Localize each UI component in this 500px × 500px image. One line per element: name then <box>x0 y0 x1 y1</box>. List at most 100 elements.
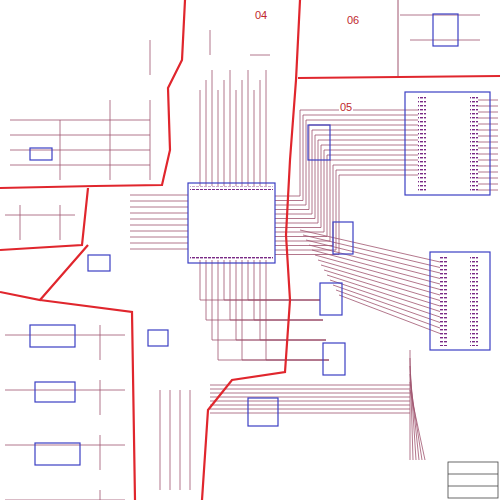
wire <box>410 390 425 460</box>
wire <box>100 380 101 415</box>
wire <box>478 184 498 185</box>
wire <box>130 195 188 196</box>
wire <box>309 125 310 210</box>
wire <box>309 245 440 279</box>
wire <box>236 90 237 186</box>
wire <box>275 200 303 201</box>
wire <box>236 340 326 341</box>
wire <box>275 205 306 206</box>
wire <box>130 249 188 250</box>
wire <box>400 15 480 16</box>
wire <box>266 70 267 186</box>
wire <box>5 445 125 446</box>
wire <box>315 255 440 290</box>
wire <box>218 90 219 186</box>
wire <box>224 300 320 301</box>
wire <box>5 335 125 336</box>
region-boundary <box>0 188 88 250</box>
wire <box>300 110 301 196</box>
wire <box>303 235 440 268</box>
wire <box>230 260 231 320</box>
wire <box>478 100 498 101</box>
region-boundary <box>40 300 135 500</box>
wire <box>212 70 213 186</box>
wire <box>410 374 419 460</box>
wire <box>339 295 440 334</box>
wire <box>260 260 261 340</box>
wire <box>180 390 181 490</box>
wire <box>410 40 480 41</box>
region-boundary <box>298 76 500 78</box>
wire <box>100 325 101 360</box>
wire <box>478 178 498 179</box>
wire <box>10 120 150 121</box>
wire <box>248 300 320 301</box>
wire <box>333 285 440 323</box>
wire <box>410 382 422 460</box>
wire <box>312 130 313 214</box>
wire <box>336 170 418 171</box>
wire <box>130 201 188 202</box>
wire <box>321 145 418 146</box>
wire <box>100 490 101 500</box>
ic-symbol <box>320 283 342 315</box>
region-boundary <box>398 0 399 76</box>
region-boundary <box>202 0 300 500</box>
wire <box>266 360 329 361</box>
wire <box>339 175 418 176</box>
wire <box>254 260 255 320</box>
wire <box>130 207 188 208</box>
wire <box>318 140 418 141</box>
wire <box>130 243 188 244</box>
wire <box>10 150 150 151</box>
wire <box>330 280 440 317</box>
wire <box>210 393 410 394</box>
wire <box>275 241 330 242</box>
wire <box>478 106 498 107</box>
wire <box>330 160 331 241</box>
wire <box>275 227 321 228</box>
wire <box>300 110 418 111</box>
ic-symbol <box>308 125 330 160</box>
wire <box>306 240 440 273</box>
wire <box>130 219 188 220</box>
regulator-symbol <box>35 382 75 402</box>
wire <box>478 130 498 131</box>
ic-symbol <box>88 255 110 271</box>
sheet-number: 05 <box>339 101 353 113</box>
wire <box>160 390 161 490</box>
wire <box>260 340 326 341</box>
title-block <box>448 462 498 498</box>
ic-symbol <box>248 398 278 426</box>
wire <box>212 340 326 341</box>
wire <box>236 260 237 340</box>
wire <box>230 70 231 186</box>
wire <box>130 225 188 226</box>
wire <box>275 218 315 219</box>
regulator-symbol <box>30 325 75 347</box>
wire <box>224 260 225 300</box>
wire <box>5 215 75 216</box>
wire <box>478 154 498 155</box>
wire <box>210 397 410 398</box>
wire <box>230 320 323 321</box>
wire <box>254 90 255 186</box>
wire <box>210 389 410 390</box>
wire <box>242 80 243 186</box>
wire <box>210 401 410 402</box>
wire <box>312 250 440 284</box>
wire <box>218 360 329 361</box>
wire <box>130 237 188 238</box>
wire <box>478 142 498 143</box>
sheet-number: 04 <box>254 9 268 21</box>
wire <box>478 124 498 125</box>
wire <box>327 155 328 237</box>
wire <box>210 30 211 55</box>
wire <box>275 223 318 224</box>
wire <box>242 260 243 360</box>
wire <box>200 90 201 186</box>
wire <box>303 115 304 201</box>
wire <box>275 209 309 210</box>
wire <box>206 80 207 186</box>
connector-block <box>430 252 490 350</box>
